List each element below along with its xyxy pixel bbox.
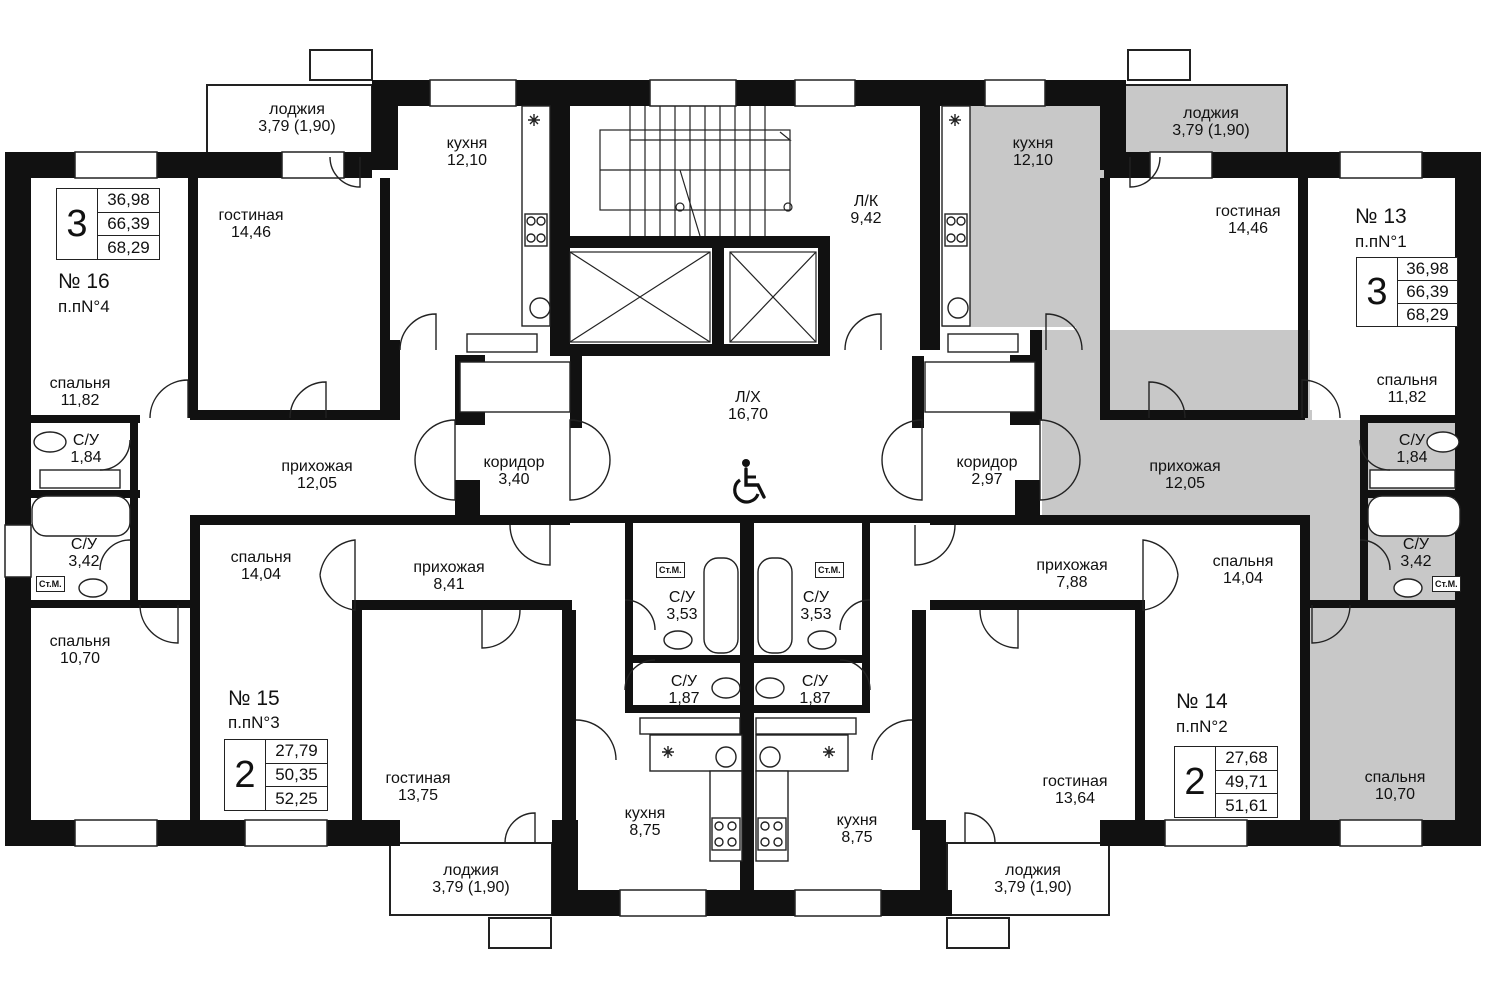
apartment-16-living-area: 36,98 — [98, 189, 159, 213]
apartment-15-living-area: 27,79 — [266, 740, 327, 764]
apartment-13-living-area: 36,98 — [1398, 258, 1457, 281]
wheelchair-icon — [733, 459, 766, 504]
apartment-13-total-loggia: 68,29 — [1406, 305, 1449, 324]
apartment-15-number: № 15 — [228, 687, 280, 710]
apartment-16-number: № 16 — [58, 270, 110, 293]
washer-label: Ст.М. — [36, 576, 65, 592]
apartment-13-rooms: 3 — [1357, 258, 1398, 326]
loggias — [206, 49, 1288, 949]
doors — [99, 156, 1391, 844]
bathroom-fixtures — [31, 333, 1461, 735]
apartment-13-total-area: 66,39 — [1398, 281, 1457, 304]
walls — [5, 80, 1481, 916]
apartment-14-total-area: 49,71 — [1216, 771, 1277, 795]
apartment-15-area-box: 2 27,79 50,35 52,25 — [224, 739, 328, 811]
staircase-icon — [599, 106, 793, 237]
apartment-15-total-area: 50,35 — [266, 764, 327, 788]
apartment-16-total-area: 66,39 — [98, 213, 159, 237]
washer-label: Ст.М. — [1432, 576, 1461, 592]
apartment-14-total-loggia: 51,61 — [1225, 795, 1268, 815]
apartment-13-sub: п.пN°1 — [1355, 232, 1407, 251]
apartment-15-total-loggia: 52,25 — [275, 788, 318, 808]
apartment-13-area-box: 3 36,98 66,39 68,29 — [1356, 257, 1458, 327]
apartment-13-number: № 13 — [1355, 205, 1407, 228]
apartment-14-number: № 14 — [1176, 690, 1228, 713]
apartment-16-area-box: 3 36,98 66,39 68,29 — [56, 188, 160, 260]
apartment-15-rooms: 2 — [225, 740, 266, 810]
vent-icon — [528, 114, 961, 758]
apartment-14-area-box: 2 27,68 49,71 51,61 — [1174, 746, 1278, 818]
apartment-14-sub: п.пN°2 — [1176, 717, 1228, 736]
windows — [4, 79, 1423, 917]
elevator-icon — [569, 251, 817, 343]
washer-label: Ст.М. — [656, 562, 685, 578]
apartment-16-sub: п.пN°4 — [58, 297, 110, 316]
apartment-15-sub: п.пN°3 — [228, 713, 280, 732]
apartment-16-total-loggia: 68,29 — [107, 237, 150, 257]
apartment-16-rooms: 3 — [57, 189, 98, 259]
kitchen-fixtures — [521, 105, 971, 862]
apartment-14-rooms: 2 — [1175, 747, 1216, 817]
apartment-14-living-area: 27,68 — [1216, 747, 1277, 771]
washer-label: Ст.М. — [815, 562, 844, 578]
